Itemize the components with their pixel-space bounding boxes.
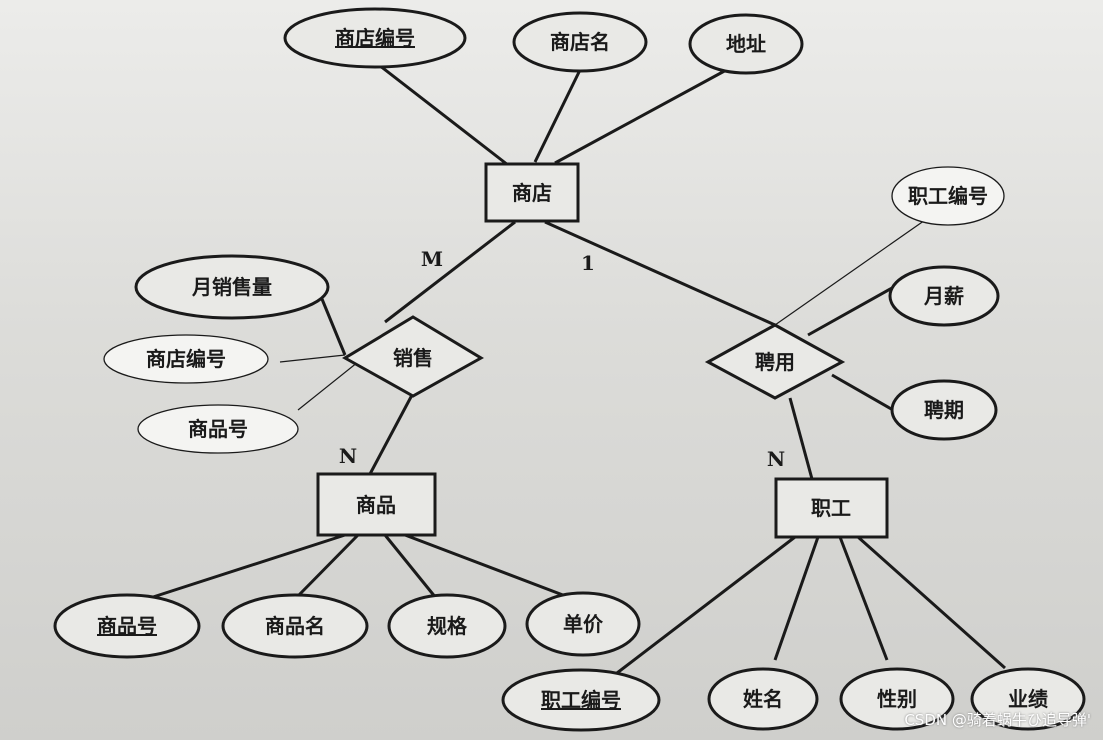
attr-name-label: 姓名 (743, 687, 783, 711)
attr-spec-label: 规格 (427, 614, 468, 638)
attr-name: 姓名 (707, 667, 819, 731)
attr-unit-price-label: 单价 (563, 612, 604, 636)
line-goods-goodsid (149, 533, 346, 600)
attr-staff-id-label: 职工编号 (541, 688, 621, 712)
cardinality-store-sales: M (421, 247, 443, 271)
line-goods-spec (383, 534, 438, 599)
attr-store-id-label: 商店编号 (335, 26, 415, 50)
attr-unit-price: 单价 (525, 591, 641, 657)
attr-store-name: 商店名 (512, 11, 648, 73)
watermark: CSDN @骑着蜗牛ひ追导弹' (904, 711, 1091, 729)
entity-staff: 职工 (774, 477, 889, 539)
line-hire-salary (807, 286, 893, 337)
line-store-hire (544, 220, 776, 327)
line-hire-staffid (774, 217, 929, 326)
attr-hire-staff-id: 职工编号 (891, 166, 1005, 226)
line-hire-staff (788, 397, 814, 480)
attr-gender-label: 性别 (877, 687, 917, 711)
attr-spec: 规格 (387, 593, 507, 659)
attr-goods-id-label: 商品号 (97, 614, 157, 638)
entity-store-label: 商店 (512, 181, 552, 205)
relationship-hire: 聘用 (704, 323, 846, 400)
relationship-sales: 销售 (342, 315, 484, 398)
attr-sales-store-id: 商店编号 (103, 334, 269, 384)
attr-goods-id: 商品号 (53, 593, 201, 659)
attr-address: 地址 (688, 13, 804, 75)
attr-hire-staff-id-label: 职工编号 (908, 184, 988, 208)
relationship-hire-label: 聘用 (755, 350, 795, 374)
attr-monthly-salary: 月薪 (888, 265, 1000, 327)
line-store-sales (384, 220, 516, 324)
attr-store-name-label: 商店名 (550, 30, 610, 54)
line-sales-storeid (279, 354, 346, 363)
line-hire-period (831, 373, 894, 412)
line-store-address (554, 66, 731, 165)
line-staff-name (773, 536, 820, 661)
attr-address-label: 地址 (726, 32, 766, 56)
attr-gender: 性别 (839, 667, 955, 731)
connector-lines (149, 60, 1006, 675)
attr-sales-store-id-label: 商店编号 (146, 347, 226, 371)
attr-performance-label: 业绩 (1008, 687, 1048, 711)
entity-goods-label: 商品 (356, 493, 396, 517)
relationship-sales-label: 销售 (393, 346, 433, 370)
line-goods-price (404, 533, 577, 602)
attr-hire-period-label: 聘期 (924, 398, 964, 422)
attr-sales-goods-id-label: 商品号 (188, 417, 248, 441)
entity-staff-label: 职工 (811, 496, 851, 520)
attr-goods-name-label: 商品名 (265, 614, 325, 638)
entity-store: 商店 (484, 162, 580, 223)
attr-sales-goods-id: 商品号 (137, 404, 299, 454)
entity-goods: 商品 (316, 472, 437, 537)
line-staff-gender (838, 536, 889, 661)
line-sales-goods (368, 394, 414, 475)
line-store-storeid (374, 60, 509, 167)
attr-monthly-sales: 月销售量 (134, 254, 330, 320)
line-staff-staffid (616, 535, 796, 675)
cardinality-sales-goods: N (339, 444, 357, 468)
cardinality-hire-staff: N (767, 447, 785, 471)
line-sales-goodsid (297, 361, 359, 411)
attr-staff-id: 职工编号 (501, 668, 661, 732)
line-store-storename (533, 69, 582, 163)
attr-monthly-sales-label: 月销售量 (191, 275, 272, 299)
line-staff-performance (857, 535, 1006, 670)
attr-goods-name: 商品名 (221, 593, 369, 659)
attr-monthly-salary-label: 月薪 (923, 284, 964, 308)
attr-hire-period: 聘期 (890, 379, 998, 441)
attr-performance: 业绩 (970, 667, 1086, 731)
cardinality-store-hire: 1 (581, 251, 595, 275)
attr-store-id: 商店编号 (283, 7, 467, 69)
line-goods-goodsname (294, 533, 360, 600)
